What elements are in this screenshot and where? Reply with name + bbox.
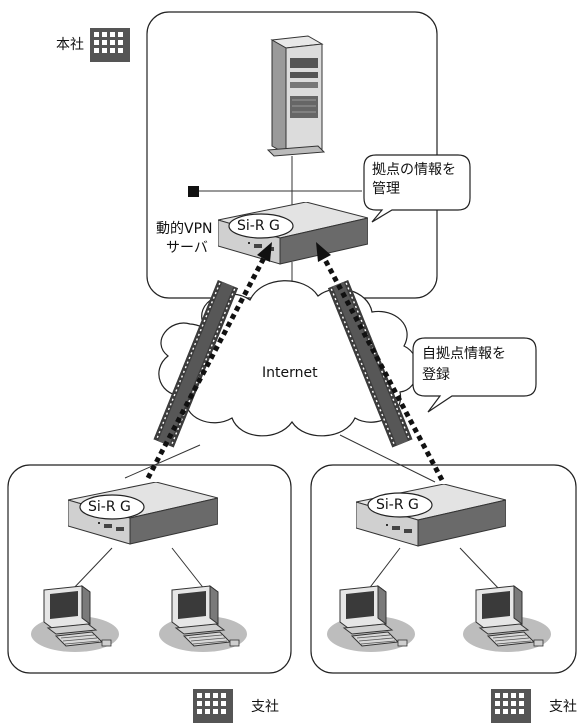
register-arrow-right [316,242,445,482]
branch-right-label: 支社 [549,699,577,715]
server-label-line1: 動的VPN [156,221,213,237]
internet-callout-line1: 自拠点情報を [422,346,506,362]
branch-left-site-box [7,464,292,674]
hq-building-icon [90,28,130,62]
branch-right-site-box [310,464,577,674]
pc-icon [462,585,552,653]
hq-router-name-ellipse [228,213,294,239]
server-label-line2: サーバ [166,240,208,256]
internet-callout-line2: 登録 [422,367,450,383]
vpn-tunnel-right [327,279,413,448]
hub-square-icon [188,186,199,197]
pc-icon [158,585,248,653]
internet-label: Internet [262,365,318,381]
hq-callout-bubble [363,154,471,223]
register-arrow-left [145,242,272,480]
server-tower-icon [266,35,326,157]
branch-right-router-name: Si-R G [376,497,419,513]
branch-left-building-icon [193,689,233,723]
branch-right-building-icon [491,689,531,723]
pc-icon [326,585,416,653]
branch-right-router-icon [356,484,506,547]
hq-label: 本社 [56,37,84,53]
pc-icon [30,585,120,653]
hq-router-name: Si-R G [237,218,280,234]
internet-callout-bubble [412,337,537,413]
branch-left-router-name: Si-R G [88,499,131,515]
vpn-tunnel-left [153,279,239,448]
branch-right-router-name-ellipse [367,492,433,518]
hq-callout-line2: 管理 [372,181,400,197]
branch-left-router-name-ellipse [79,494,145,520]
branch-left-label: 支社 [251,699,279,715]
hq-callout-line1: 拠点の情報を [372,162,456,178]
